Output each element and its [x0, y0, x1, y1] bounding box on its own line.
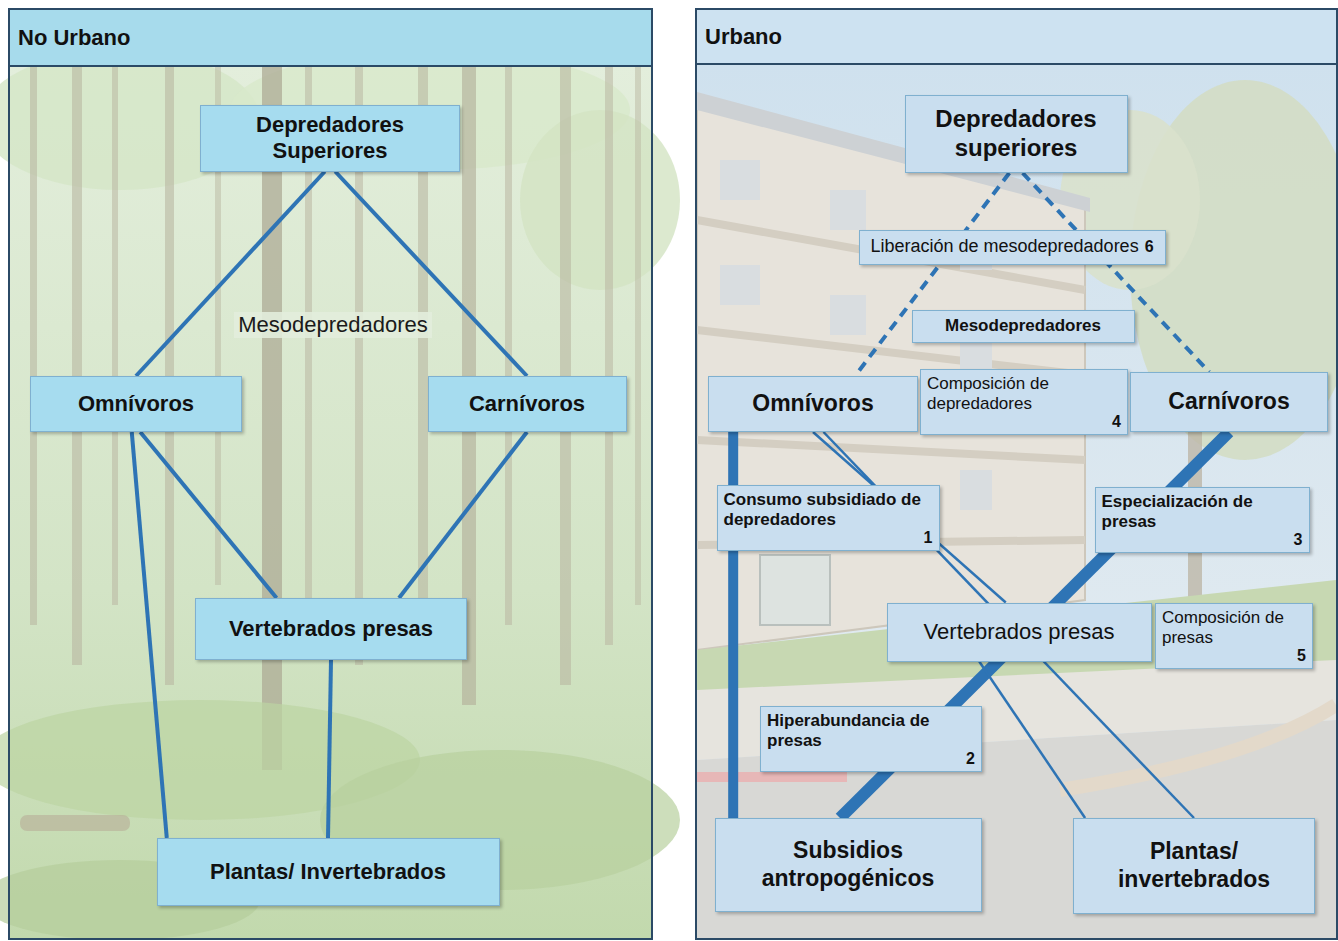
window	[960, 470, 992, 510]
box-label: Subsidios antropogénicos	[722, 837, 975, 892]
window	[830, 190, 866, 230]
trophic-box: Subsidios antropogénicos	[715, 818, 982, 912]
tree-trunk	[165, 65, 174, 685]
box-label: Composición de presas	[1162, 608, 1306, 649]
tree-trunk	[605, 65, 613, 645]
box-label: Mesodepredadores	[919, 316, 1128, 336]
trophic-box: Vertebrados presas	[887, 603, 1152, 662]
trophic-link	[328, 660, 331, 838]
box-label: Omnívoros	[37, 391, 235, 417]
trophic-link	[136, 172, 325, 377]
tree-trunk	[30, 65, 37, 625]
trophic-box: Omnívoros	[30, 376, 242, 432]
tree-trunk	[72, 65, 82, 665]
trophic-box: Mesodepredadores	[912, 310, 1135, 343]
fallen-log	[20, 815, 130, 831]
trophic-link	[335, 172, 527, 377]
trophic-box: Depredadores Superiores	[200, 105, 460, 172]
callout-number: 2	[966, 750, 975, 768]
tree-trunk	[560, 65, 571, 685]
foliage	[520, 110, 680, 290]
panel-title: No Urbano	[18, 25, 130, 51]
panel-header: Urbano	[697, 10, 1336, 65]
box-label: Carnívoros	[1137, 388, 1321, 416]
callout-number: 5	[1297, 647, 1306, 665]
box-label: Liberación de mesodepredadores	[870, 236, 1138, 258]
tree-trunk	[635, 65, 641, 605]
trophic-box: Plantas/ Invertebrados	[157, 838, 500, 906]
box-label: Composición de depredadores	[927, 374, 1121, 415]
building-floor-line	[697, 440, 1085, 460]
trophic-box: Depredadores superiores	[905, 95, 1128, 173]
street-sign	[760, 555, 830, 625]
effect-callout: Hiperabundancia de presas2	[760, 706, 982, 772]
trophic-link	[399, 432, 527, 598]
effect-callout: Liberación de mesodepredadores 6	[859, 230, 1166, 265]
tree-trunk	[505, 65, 512, 625]
trophic-link	[855, 173, 1009, 376]
box-label: Carnívoros	[435, 391, 620, 417]
effect-callout: Composición de presas5	[1155, 603, 1313, 669]
window	[830, 295, 866, 335]
box-label: Especialización de presas	[1102, 492, 1303, 533]
curb	[1060, 705, 1336, 790]
trophic-box: Omnívoros	[708, 376, 918, 432]
trophic-box: Carnívoros	[1130, 372, 1328, 432]
level-label: Mesodepredadores	[234, 312, 432, 338]
callout-number: 4	[1112, 413, 1121, 431]
connector-group	[132, 172, 1229, 839]
box-label: Omnívoros	[715, 390, 911, 418]
box-label: Hiperabundancia de presas	[767, 711, 975, 752]
box-label: Plantas/ invertebrados	[1080, 838, 1308, 893]
panel-header: No Urbano	[10, 10, 651, 67]
box-label: Depredadores superiores	[912, 105, 1121, 163]
trophic-link	[140, 432, 276, 598]
callout-number: 3	[1294, 531, 1303, 549]
trophic-link	[979, 662, 1085, 819]
box-label: Vertebrados presas	[894, 619, 1145, 645]
box-label: Depredadores Superiores	[207, 112, 453, 165]
region-panel: UrbanoDepredadores superioresLiberación …	[695, 8, 1338, 940]
trophic-box: Vertebrados presas	[195, 598, 467, 660]
window	[720, 160, 760, 200]
effect-callout: Consumo subsidiado de depredadores1	[717, 485, 940, 551]
effect-callout: Composición de depredadores4	[920, 369, 1128, 435]
red-curb	[697, 772, 847, 782]
panel-title: Urbano	[705, 24, 782, 50]
box-label: Plantas/ Invertebrados	[164, 859, 493, 885]
callout-number: 6	[1145, 238, 1154, 256]
window	[720, 265, 760, 305]
region-panel: No UrbanoDepredadores SuperioresOmnívoro…	[8, 8, 653, 940]
tree-trunk	[112, 65, 118, 605]
callout-number: 1	[924, 529, 933, 547]
box-label: Vertebrados presas	[202, 616, 460, 642]
trophic-box: Carnívoros	[428, 376, 627, 432]
trophic-box: Plantas/ invertebrados	[1073, 818, 1315, 914]
trophic-link	[132, 432, 167, 838]
effect-callout: Especialización de presas3	[1095, 487, 1310, 553]
box-label: Consumo subsidiado de depredadores	[724, 490, 933, 531]
